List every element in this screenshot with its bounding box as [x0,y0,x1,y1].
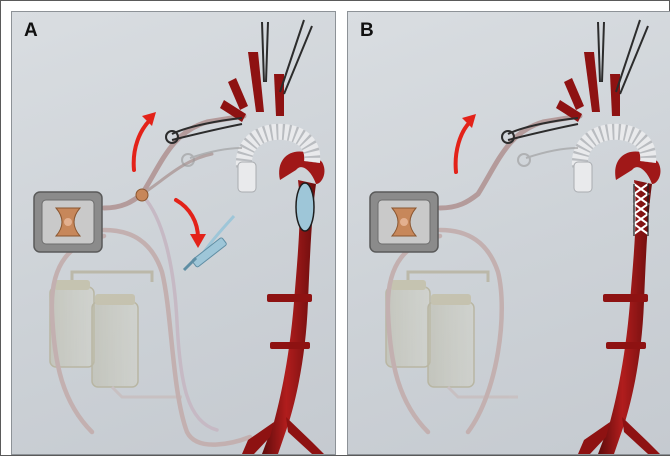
roller-pump-icon [370,192,438,252]
clamp-icon [182,148,242,166]
head-vessels [220,52,284,122]
clamp-icon [166,20,312,143]
arrow-head [190,234,206,248]
balloon-icon [296,183,314,231]
arrow-icon [176,200,198,238]
tubing [388,116,580,432]
panel-a-illustration [12,12,335,454]
connector-icon [136,189,148,201]
reservoir-icon [50,272,182,397]
syringe-icon [184,216,234,270]
panel-a: A [11,11,336,455]
panel-b: B [347,11,670,455]
panel-label-a: A [24,20,38,42]
panel-label-b: B [360,20,374,42]
clamp-icon [518,148,578,166]
arrow-icon [134,120,150,170]
arrow-icon [456,122,470,172]
panel-b-illustration [348,12,670,454]
head-vessels [556,52,620,122]
roller-pump-icon [34,192,102,252]
clamp-icon [502,20,648,143]
